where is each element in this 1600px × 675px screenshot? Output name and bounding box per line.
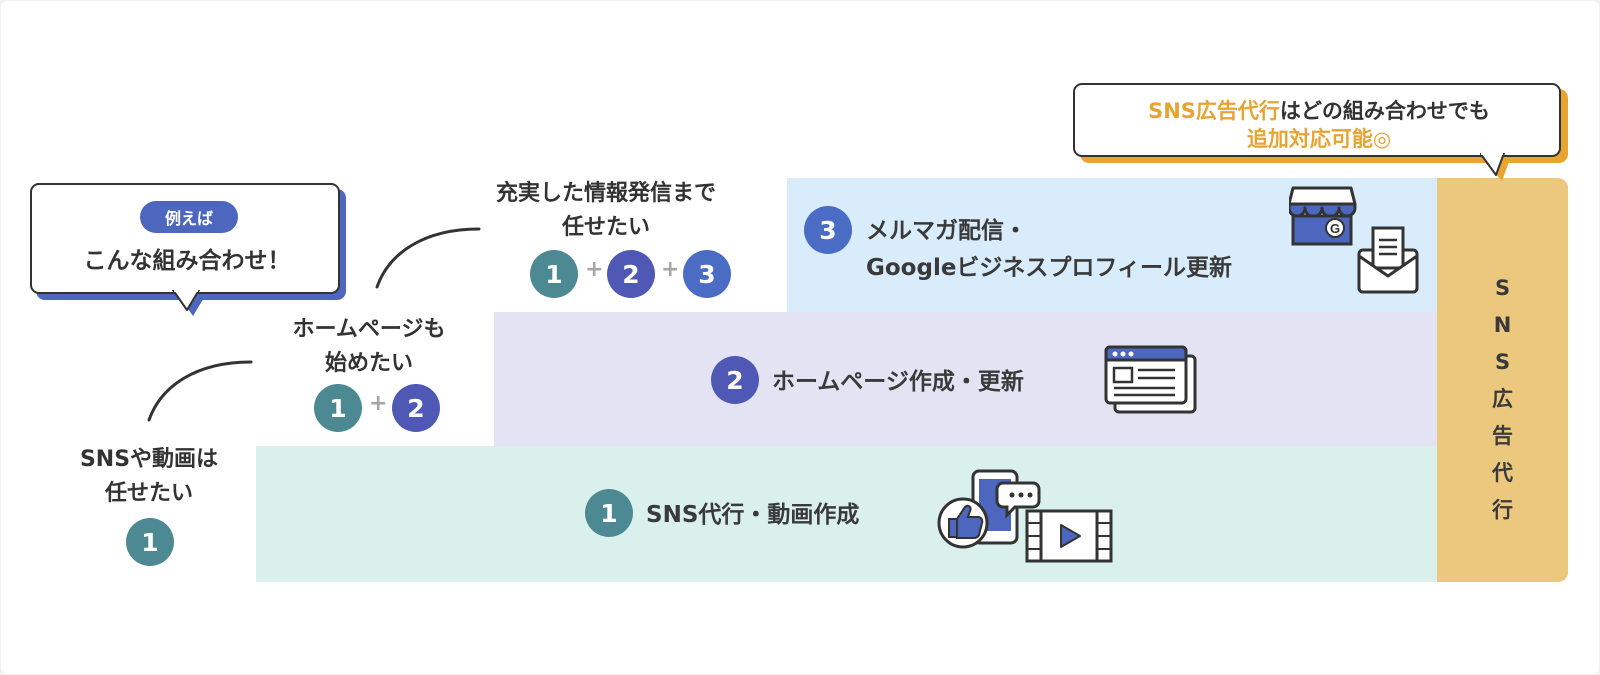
website-icon xyxy=(1104,345,1197,414)
step-1-line1: SNSや動画は xyxy=(79,447,219,472)
ads-callout-tail xyxy=(1480,153,1510,181)
step-3-line1: 充実した情報発信まで xyxy=(495,181,716,206)
service-3-label-line2: Googleビジネスプロフィール更新 xyxy=(866,255,1232,281)
sns-ads-column: S N S 広 告 代 行 xyxy=(1437,178,1568,582)
example-bubble-tail xyxy=(172,290,205,316)
sns-ads-label: S N S 広 告 代 行 xyxy=(1437,270,1568,529)
plus-sign: + xyxy=(661,257,680,282)
store-mail-icon: G xyxy=(1289,186,1419,294)
example-pill: 例えば xyxy=(140,201,238,233)
service-2-number: 2 xyxy=(711,356,759,404)
sns-ads-char: S xyxy=(1494,350,1511,374)
ads-callout-line1: SNS広告代行はどの組み合わせでも xyxy=(1075,95,1563,125)
service-2-label: ホームページ作成・更新 xyxy=(772,369,1024,395)
service-3-label-line1: メルマガ配信・ xyxy=(866,218,1027,244)
step-1-label: SNSや動画は 任せたい xyxy=(59,443,239,511)
curve-connector-2 xyxy=(375,227,481,289)
sns-ads-char: 代 xyxy=(1492,461,1513,485)
service-1-number: 1 xyxy=(585,489,633,537)
step-2-line2: 始めたい xyxy=(324,351,413,376)
service-3-number: 3 xyxy=(804,206,852,254)
step-2-circle-2: 2 xyxy=(392,384,440,432)
step-2-line1: ホームページも xyxy=(292,317,446,342)
step-1-circle-1: 1 xyxy=(126,518,174,566)
curve-connector-1 xyxy=(147,360,253,422)
sns-ads-char: 告 xyxy=(1492,424,1513,448)
step-3-circle-3: 3 xyxy=(683,250,731,298)
step-1-line2: 任せたい xyxy=(104,481,193,506)
svg-text:G: G xyxy=(1330,221,1340,236)
service-bar-sns-video xyxy=(256,446,1441,582)
step-2-label: ホームページも 始めたい xyxy=(269,313,469,381)
service-1-label: SNS代行・動画作成 xyxy=(646,502,860,528)
sns-ads-char: N xyxy=(1493,313,1512,337)
sns-ads-char: 広 xyxy=(1492,387,1513,411)
ads-callout-line2: 追加対応可能◎ xyxy=(1246,127,1392,151)
social-video-icon xyxy=(937,469,1113,563)
sns-ads-char: S xyxy=(1494,276,1511,300)
step-3-label: 充実した情報発信まで 任せたい xyxy=(471,177,741,245)
sns-ads-char: 行 xyxy=(1492,498,1513,522)
service-bar-website xyxy=(494,312,1441,446)
step-2-circle-1: 1 xyxy=(314,384,362,432)
ads-callout-highlight: SNS広告代行 xyxy=(1148,99,1280,123)
example-bubble: 例えば こんな組み合わせ！ xyxy=(30,183,346,300)
step-3-line2: 任せたい xyxy=(561,215,650,240)
step-3-circle-1: 1 xyxy=(530,250,578,298)
plus-sign: + xyxy=(369,391,388,416)
plus-sign: + xyxy=(585,257,604,282)
ads-callout-bubble: SNS広告代行はどの組み合わせでも 追加対応可能◎ xyxy=(1073,83,1568,163)
step-3-circle-2: 2 xyxy=(607,250,655,298)
example-bubble-text: こんな組み合わせ！ xyxy=(83,248,291,274)
ads-callout-rest: はどの組み合わせでも xyxy=(1279,99,1490,123)
